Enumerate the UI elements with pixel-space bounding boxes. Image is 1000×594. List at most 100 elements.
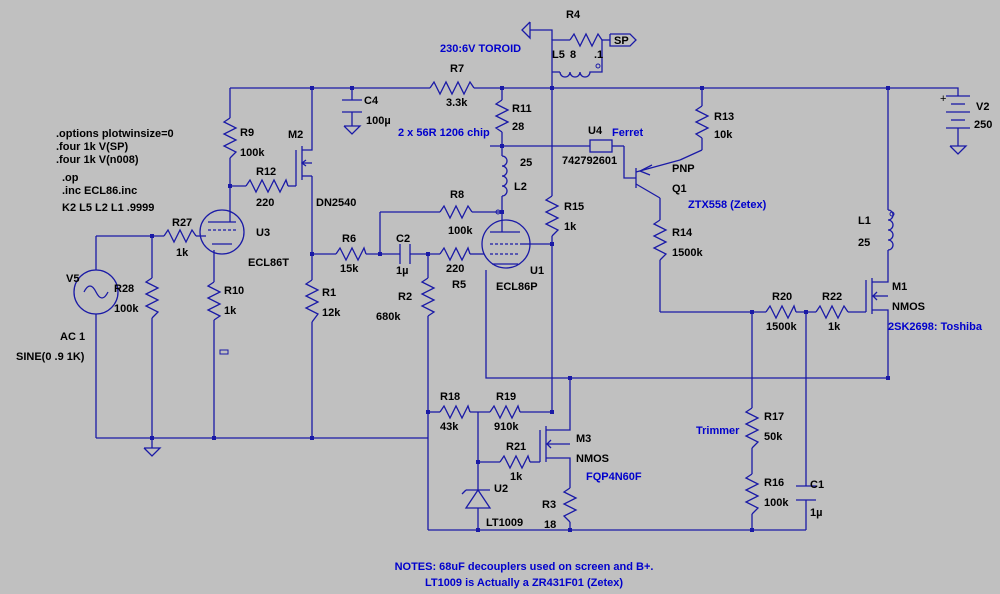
resistor-r14 (652, 219, 668, 261)
r10-name: R10 (224, 285, 244, 297)
q1-name: Q1 (672, 183, 687, 195)
resistor-r12 (245, 178, 289, 194)
directive-3: .four 1k V(n008) (56, 154, 139, 166)
u4-value: 742792601 (562, 155, 617, 167)
l5-value: .1 (594, 49, 603, 61)
capacitor-c4 (342, 99, 362, 135)
r18-value: 43k (440, 421, 459, 433)
resistor-r28 (144, 277, 160, 319)
sp-flag (609, 33, 637, 47)
r5-name: R5 (452, 279, 466, 291)
r12-name: R12 (256, 166, 276, 178)
bjt-q1 (635, 159, 681, 199)
mosfet-m2 (295, 146, 313, 186)
l2-name: L2 (514, 181, 527, 193)
r18-name: R18 (440, 391, 460, 403)
v2-value: 250 (974, 119, 992, 131)
r2-value: 680k (376, 311, 401, 323)
resistor-r15 (544, 195, 560, 237)
junctions (150, 86, 890, 532)
annotations: 230:6V TOROID 2 x 56R 1206 chip Ferret Z… (395, 43, 983, 589)
u1-value: ECL86P (496, 281, 538, 293)
resistor-r21 (499, 454, 531, 470)
r6-value: 15k (340, 263, 359, 275)
m2-name: M2 (288, 129, 303, 141)
r13-name: R13 (714, 111, 734, 123)
resistor-r22 (815, 304, 849, 320)
sources: + (73, 21, 970, 509)
m3-name: M3 (576, 433, 591, 445)
inductors (495, 63, 895, 251)
toshiba-note: 2SK2698: Toshiba (888, 321, 983, 333)
c1-value: 1µ (810, 507, 822, 519)
capacitors (342, 99, 816, 501)
r6-name: R6 (342, 233, 356, 245)
r5-value: 220 (446, 263, 464, 275)
directive-4: .op (62, 172, 79, 184)
r22-name: R22 (822, 291, 842, 303)
ground-v2 (949, 145, 968, 155)
resistor-r13 (694, 105, 710, 139)
resistor-r4 (569, 32, 603, 48)
r28-name: R28 (114, 283, 134, 295)
directive-6: K2 L5 L2 L1 .9999 (62, 202, 154, 214)
r16-value: 100k (764, 497, 789, 509)
m1-name: M1 (892, 281, 907, 293)
v5-ac: AC 1 (60, 331, 85, 343)
r8-value: 100k (448, 225, 473, 237)
directives: .options plotwinsize=0 .four 1k V(SP) .f… (56, 128, 174, 214)
r22-value: 1k (828, 321, 841, 333)
resistors (144, 32, 849, 523)
r17-name: R17 (764, 411, 784, 423)
r11-name: R11 (512, 103, 532, 115)
trimmer-note: Trimmer (696, 425, 740, 437)
sp-label: SP (614, 35, 629, 47)
r27-name: R27 (172, 217, 192, 229)
c4-value: 100µ (366, 115, 391, 127)
u4-name: U4 (588, 125, 603, 137)
c2-value: 1µ (396, 265, 408, 277)
voltage-source-v2: + (940, 93, 970, 129)
r3-value: 18 (544, 519, 556, 531)
u2-name: U2 (494, 483, 508, 495)
inductor-l5 (559, 71, 594, 78)
r20-value: 1500k (766, 321, 797, 333)
v2-name: V2 (976, 101, 989, 113)
m3-type: NMOS (576, 453, 609, 465)
ground-r4 (521, 21, 531, 40)
inductor-l2 (501, 155, 508, 197)
q1-type: PNP (672, 163, 695, 175)
component-labels: R4 8 SP L5 .1 R7 3.3k C4 100µ R9 100k M2… (16, 9, 992, 531)
resistor-r11 (494, 99, 510, 133)
r19-name: R19 (496, 391, 516, 403)
inductor-l1 (887, 209, 894, 251)
toroid-note: 230:6V TOROID (440, 43, 521, 55)
notes-line-2: LT1009 is Actually a ZR431F01 (Zetex) (425, 577, 623, 589)
r9-value: 100k (240, 147, 265, 159)
r21-name: R21 (506, 441, 526, 453)
r14-name: R14 (672, 227, 693, 239)
r1-name: R1 (322, 287, 336, 299)
u1-name: U1 (530, 265, 544, 277)
u3-name: U3 (256, 227, 270, 239)
r15-name: R15 (564, 201, 584, 213)
r1-value: 12k (322, 307, 341, 319)
resistor-r8 (439, 204, 473, 220)
resistor-r1 (304, 279, 320, 323)
r4-value: 8 (570, 49, 576, 61)
voltage-source-v5 (73, 269, 119, 315)
l1-name: L1 (858, 215, 871, 227)
r20-name: R20 (772, 291, 792, 303)
r12-value: 220 (256, 197, 274, 209)
fqp-note: FQP4N60F (586, 471, 642, 483)
v5-name: V5 (66, 273, 79, 285)
reference-u2 (461, 489, 492, 509)
resistor-r27 (163, 228, 197, 244)
resistor-r19 (489, 404, 521, 420)
directive-5: .inc ECL86.inc (62, 185, 137, 197)
r2-name: R2 (398, 291, 412, 303)
c4-name: C4 (364, 95, 379, 107)
r17-value: 50k (764, 431, 783, 443)
directive-2: .four 1k V(SP) (56, 141, 128, 153)
